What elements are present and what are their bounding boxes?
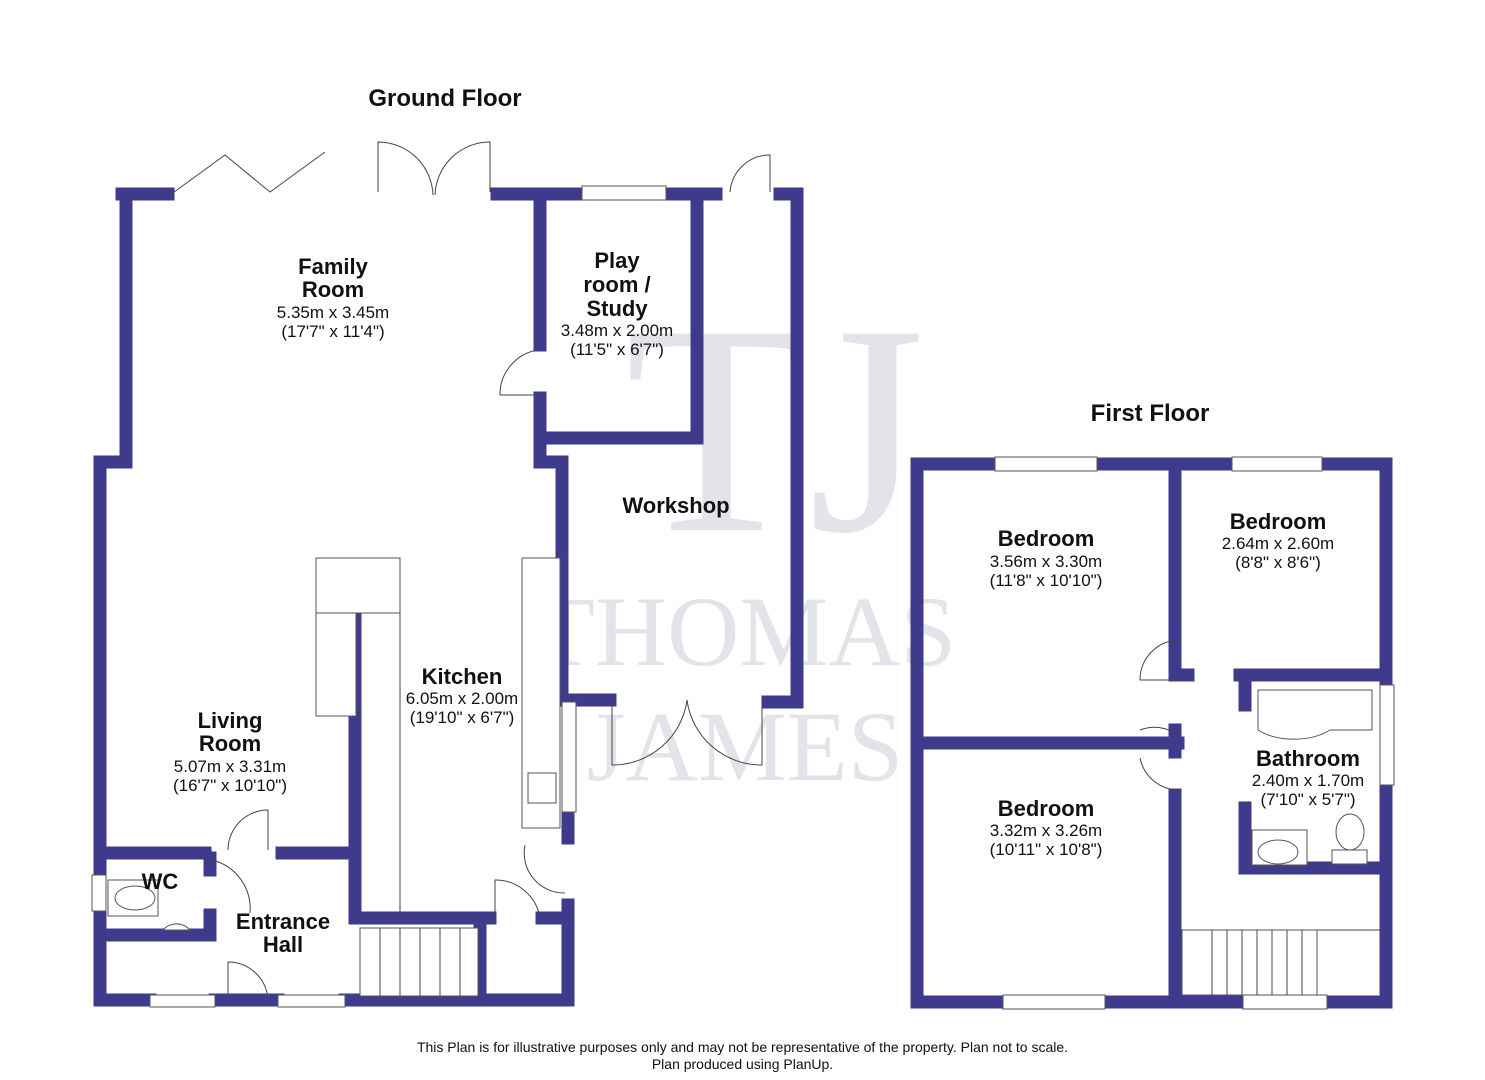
room-label-bedroom-1: Bedroom 3.56m x 3.30m (11'8" x 10'10") xyxy=(990,526,1103,590)
svg-text:6.05m x 2.00m: 6.05m x 2.00m xyxy=(406,689,518,708)
svg-text:TJ: TJ xyxy=(625,263,925,595)
svg-text:5.35m x 3.45m: 5.35m x 3.45m xyxy=(277,303,389,322)
svg-text:(7'10" x 5'7"): (7'10" x 5'7") xyxy=(1260,790,1355,809)
svg-text:Bedroom: Bedroom xyxy=(998,526,1095,551)
svg-text:(16'7" x 10'10"): (16'7" x 10'10") xyxy=(173,776,287,795)
room-label-living-room: Living Room 5.07m x 3.31m (16'7" x 10'10… xyxy=(173,708,287,795)
room-label-bedroom-2: Bedroom 2.64m x 2.60m (8'8" x 8'6") xyxy=(1222,509,1334,572)
svg-text:Room: Room xyxy=(302,277,364,302)
svg-text:Hall: Hall xyxy=(263,932,303,957)
watermark-logo: TJ THOMAS JAMES xyxy=(534,263,956,802)
svg-text:Room: Room xyxy=(199,731,261,756)
svg-text:2.40m x 1.70m: 2.40m x 1.70m xyxy=(1252,771,1364,790)
disclaimer-line-1: This Plan is for illustrative purposes o… xyxy=(416,1039,1069,1055)
first-floor-fittings xyxy=(994,456,1395,1010)
svg-text:Study: Study xyxy=(586,296,648,321)
svg-text:(8'8" x 8'6"): (8'8" x 8'6") xyxy=(1235,553,1321,572)
first-floor-title: First Floor xyxy=(1091,400,1210,427)
room-label-family-room: Family Room 5.35m x 3.45m (17'7" x 11'4"… xyxy=(277,254,389,341)
svg-text:(17'7" x 11'4"): (17'7" x 11'4") xyxy=(281,322,384,341)
room-label-wc: WC xyxy=(142,869,179,894)
ground-floor-walls xyxy=(93,187,804,1007)
room-label-play-room-study: Play room / Study 3.48m x 2.00m (11'5" x… xyxy=(561,248,673,359)
room-label-entrance-hall: Entrance Hall xyxy=(236,909,330,957)
svg-text:5.07m x 3.31m: 5.07m x 3.31m xyxy=(174,757,286,776)
disclaimer-line-2: Plan produced using PlanUp. xyxy=(651,1056,834,1072)
svg-text:(11'5" x 6'7"): (11'5" x 6'7") xyxy=(570,340,664,359)
svg-text:(19'10" x 6'7"): (19'10" x 6'7") xyxy=(410,708,515,727)
svg-text:THOMAS: THOMAS xyxy=(534,576,956,687)
svg-text:2.64m x 2.60m: 2.64m x 2.60m xyxy=(1222,534,1334,553)
room-label-bedroom-3: Bedroom 3.32m x 3.26m (10'11" x 10'8") xyxy=(990,796,1103,859)
svg-text:3.48m x 2.00m: 3.48m x 2.00m xyxy=(561,321,673,340)
svg-text:Living: Living xyxy=(198,708,263,733)
svg-text:3.56m x 3.30m: 3.56m x 3.30m xyxy=(990,552,1102,571)
room-label-workshop: Workshop xyxy=(622,493,729,518)
svg-text:Entrance: Entrance xyxy=(236,909,330,934)
svg-text:Play: Play xyxy=(594,248,640,273)
first-floor-walls xyxy=(910,457,1393,1009)
room-label-kitchen: Kitchen 6.05m x 2.00m (19'10" x 6'7") xyxy=(406,664,518,727)
svg-text:Bedroom: Bedroom xyxy=(998,796,1095,821)
svg-text:Family: Family xyxy=(298,254,368,279)
room-label-bathroom: Bathroom 2.40m x 1.70m (7'10" x 5'7") xyxy=(1252,746,1364,809)
svg-text:Bathroom: Bathroom xyxy=(1256,746,1360,771)
svg-text:Kitchen: Kitchen xyxy=(422,664,503,689)
svg-text:3.32m x 3.26m: 3.32m x 3.26m xyxy=(990,821,1102,840)
svg-text:JAMES: JAMES xyxy=(587,691,904,802)
ground-floor-title: Ground Floor xyxy=(368,85,521,112)
svg-text:room /: room / xyxy=(583,272,650,297)
svg-text:(10'11" x 10'8"): (10'11" x 10'8") xyxy=(990,840,1103,859)
svg-text:Bedroom: Bedroom xyxy=(1230,509,1327,534)
ground-floor-fittings xyxy=(91,141,771,1008)
svg-text:(11'8" x 10'10"): (11'8" x 10'10") xyxy=(990,571,1103,590)
